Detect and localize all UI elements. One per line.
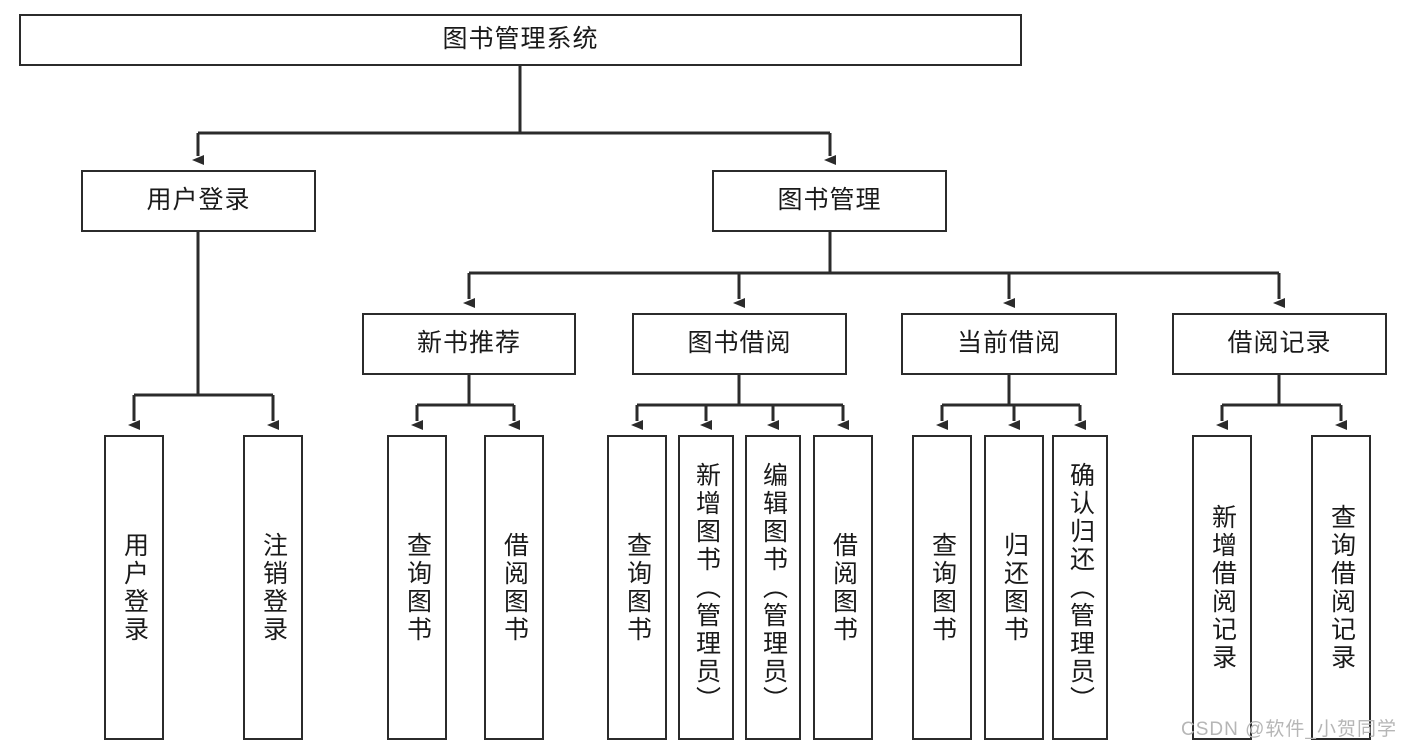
- leaf-query-book-1[interactable]: 查询图书: [387, 435, 447, 740]
- leaf-return-book[interactable]: 归还图书: [984, 435, 1044, 740]
- leaf-edit-book[interactable]: 编辑图书（管理员）: [745, 435, 801, 740]
- leaf-query-book-3-label: 查询图书: [928, 531, 957, 644]
- leaf-query-record[interactable]: 查询借阅记录: [1311, 435, 1371, 740]
- watermark: CSDN @软件_小贺同学: [1181, 719, 1397, 740]
- leaf-logout-label: 注销登录: [259, 531, 288, 644]
- leaf-edit-book-label: 编辑图书（管理员）: [759, 461, 788, 714]
- leaf-add-record[interactable]: 新增借阅记录: [1192, 435, 1252, 740]
- node-book-borrow[interactable]: 图书借阅: [632, 313, 847, 375]
- leaf-add-book-label: 新增图书（管理员）: [692, 461, 721, 714]
- leaf-confirm-return-label: 确认归还（管理员）: [1066, 461, 1095, 714]
- leaf-borrow-book-2-label: 借阅图书: [829, 531, 858, 644]
- leaf-query-book-2[interactable]: 查询图书: [607, 435, 667, 740]
- leaf-confirm-return[interactable]: 确认归还（管理员）: [1052, 435, 1108, 740]
- node-current-borrow[interactable]: 当前借阅: [901, 313, 1117, 375]
- node-new-book-recommend-label: 新书推荐: [416, 329, 521, 358]
- node-new-book-recommend[interactable]: 新书推荐: [362, 313, 576, 375]
- node-book-borrow-label: 图书借阅: [687, 329, 792, 358]
- node-user-login-label: 用户登录: [146, 186, 251, 215]
- node-root-label: 图书管理系统: [442, 25, 599, 54]
- node-current-borrow-label: 当前借阅: [956, 329, 1061, 358]
- leaf-user-login-label: 用户登录: [120, 531, 149, 644]
- leaf-return-book-label: 归还图书: [1000, 531, 1029, 644]
- leaf-borrow-book-1-label: 借阅图书: [500, 531, 529, 644]
- leaf-user-login[interactable]: 用户登录: [104, 435, 164, 740]
- leaf-borrow-book-2[interactable]: 借阅图书: [813, 435, 873, 740]
- node-borrow-record[interactable]: 借阅记录: [1172, 313, 1387, 375]
- leaf-add-book[interactable]: 新增图书（管理员）: [678, 435, 734, 740]
- leaf-query-book-3[interactable]: 查询图书: [912, 435, 972, 740]
- leaf-add-record-label: 新增借阅记录: [1208, 503, 1237, 672]
- leaf-query-book-1-label: 查询图书: [403, 531, 432, 644]
- node-user-login[interactable]: 用户登录: [81, 170, 316, 232]
- node-root[interactable]: 图书管理系统: [19, 14, 1022, 66]
- leaf-query-record-label: 查询借阅记录: [1327, 503, 1356, 672]
- leaf-logout[interactable]: 注销登录: [243, 435, 303, 740]
- node-book-manage-label: 图书管理: [777, 186, 882, 215]
- leaf-query-book-2-label: 查询图书: [623, 531, 652, 644]
- node-book-manage[interactable]: 图书管理: [712, 170, 947, 232]
- node-borrow-record-label: 借阅记录: [1227, 329, 1332, 358]
- leaf-borrow-book-1[interactable]: 借阅图书: [484, 435, 544, 740]
